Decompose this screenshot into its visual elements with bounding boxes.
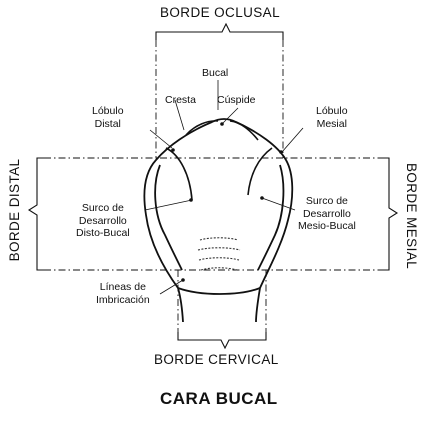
imbrication-dot xyxy=(181,278,185,282)
lobulo-distal-label: Lóbulo Distal xyxy=(92,105,124,130)
imbricacion-line-2: Imbricación xyxy=(96,293,150,306)
surco-distal-label: Surco de Desarrollo Disto-Bucal xyxy=(76,202,130,240)
lobulo-mesial-line-2: Mesial xyxy=(316,117,347,130)
leader-surco-distal xyxy=(144,199,193,211)
inner-outline-right xyxy=(257,164,285,271)
lobulo-mesial-label: Lóbulo Mesial xyxy=(316,105,348,130)
lobulo-distal-line-2: Distal xyxy=(94,117,121,130)
distal-lobe-groove xyxy=(165,147,193,201)
cervical-bracket xyxy=(177,332,267,350)
imbrication-line-4 xyxy=(200,267,238,271)
mesial-border-label: BORDE MESIAL xyxy=(404,162,419,270)
distal-bracket xyxy=(27,157,44,271)
inner-outline-left xyxy=(154,164,183,271)
cuspide-label: Cúspide xyxy=(217,94,256,106)
distal-border-label: BORDE DISTAL xyxy=(7,158,22,262)
diagram-title: CARA BUCAL xyxy=(160,389,278,408)
imbricacion-line-1: Líneas de xyxy=(99,281,146,293)
cusp-ridge-right xyxy=(229,120,259,141)
imbrication-line-1 xyxy=(199,237,239,241)
leader-lobulo-distal xyxy=(149,129,173,149)
leader-surco-mesial xyxy=(261,197,296,211)
leader-cuspide xyxy=(221,107,239,125)
mesial-groove-dot xyxy=(260,196,264,200)
mesial-bracket xyxy=(382,157,399,271)
surco-distal-line-3: Disto-Bucal xyxy=(76,227,130,239)
leader-imbricacion xyxy=(159,279,184,295)
mesial-lobe-dot xyxy=(279,150,283,154)
distal-lobe-dot xyxy=(171,148,175,152)
lobulo-mesial-line-1: Lóbulo xyxy=(316,105,348,117)
leader-cresta xyxy=(174,99,185,131)
mesial-lobe-groove xyxy=(247,147,273,196)
occlusal-border-label: BORDE OCLUSAL xyxy=(160,5,280,20)
cusp-ridge-left xyxy=(185,120,219,136)
crown-outline xyxy=(143,118,294,323)
imbricacion-label: Líneas de Imbricación xyxy=(96,281,150,306)
surco-distal-line-2: Desarrollo xyxy=(78,214,127,227)
lobulo-distal-line-1: Lóbulo xyxy=(92,105,124,117)
bucal-label: Bucal xyxy=(202,67,229,79)
cervical-border-label: BORDE CERVICAL xyxy=(154,352,279,367)
cervical-line xyxy=(177,287,261,295)
surco-mesial-label: Surco de Desarrollo Mesio-Bucal xyxy=(298,195,356,233)
cusp-tip-dot xyxy=(220,122,224,126)
cresta-label: Cresta xyxy=(165,94,196,106)
surco-distal-line-1: Surco de xyxy=(81,202,124,214)
leader-lobulo-mesial xyxy=(281,127,304,153)
surco-mesial-line-1: Surco de xyxy=(305,195,348,207)
occlusal-bracket xyxy=(155,22,284,40)
surco-mesial-line-3: Mesio-Bucal xyxy=(298,220,356,232)
surco-mesial-line-2: Desarrollo xyxy=(302,207,351,220)
imbrication-line-2 xyxy=(197,247,241,251)
imbrication-line-3 xyxy=(198,257,240,261)
distal-groove-dot xyxy=(189,198,193,202)
